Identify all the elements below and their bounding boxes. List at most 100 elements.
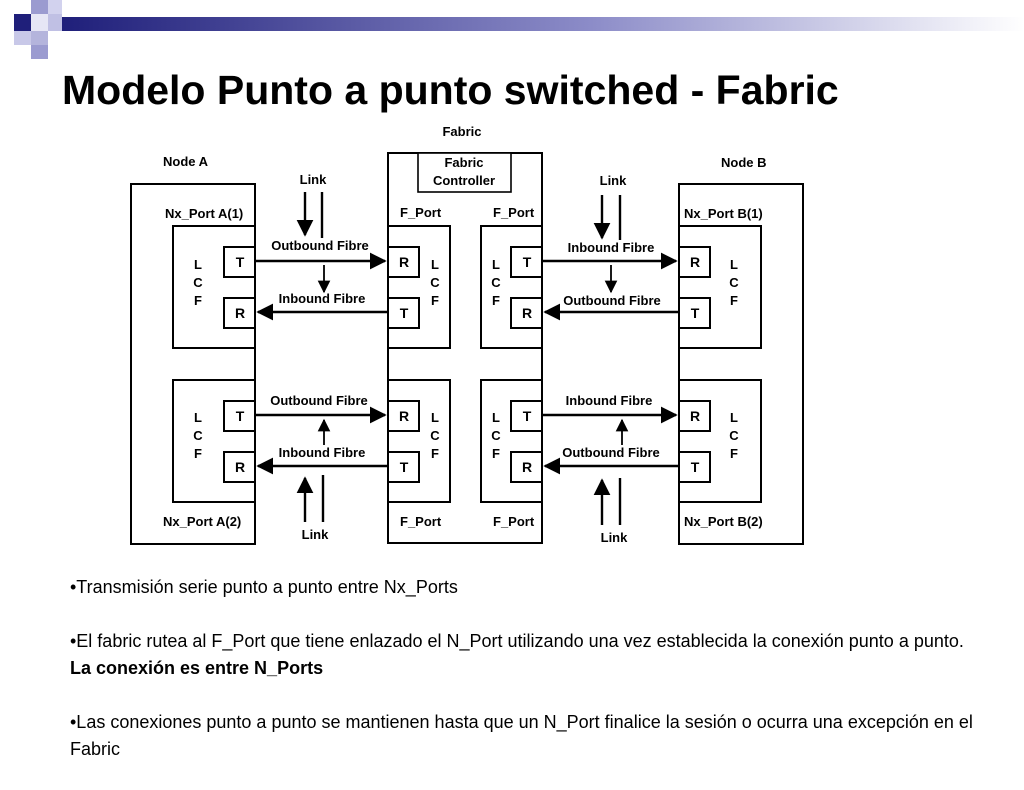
fibre-b2-outbound-label: Outbound Fibre: [562, 445, 659, 460]
lcf-fabric-l2-c: C: [430, 428, 440, 443]
fibre-a2-inbound-label: Inbound Fibre: [279, 445, 366, 460]
fabric-r2-t: T: [523, 408, 532, 424]
deco-square-light-3: [48, 14, 62, 31]
bullet-2-bold: La conexión es entre N_Ports: [70, 658, 324, 678]
node-a2-r-box: [223, 451, 256, 483]
nx-port-a1-label: Nx_Port A(1): [165, 206, 243, 221]
lcf-node-a2-l: L: [194, 410, 202, 425]
node-a-port2-box: [172, 379, 256, 503]
lcf-node-b1-c: C: [729, 275, 739, 290]
lcf-fabric-l2-l: L: [431, 410, 439, 425]
fabric-controller-line2: Controller: [433, 173, 495, 188]
node-a1-t: T: [236, 254, 245, 270]
lcf-node-b2-l: L: [730, 410, 738, 425]
lcf-fabric-r1-l: L: [492, 257, 500, 272]
bullet-3: •Las conexiones punto a punto se mantien…: [70, 709, 980, 763]
nx-port-a2-label: Nx_Port A(2): [163, 514, 241, 529]
node-a2-r: R: [235, 459, 245, 475]
link-label-a-bottom: Link: [302, 527, 329, 542]
fabric-diagram: Fabric Fabric Controller Node A Nx_Port …: [130, 124, 804, 545]
lcf-node-b2-c: C: [729, 428, 739, 443]
node-a-box: [130, 183, 256, 545]
lcf-fabric-r2-f: F: [492, 446, 500, 461]
fibre-b1-outbound-label: Outbound Fibre: [563, 293, 660, 308]
node-b-label: Node B: [721, 155, 767, 170]
lcf-fabric-r2-c: C: [491, 428, 501, 443]
node-b-box: [678, 183, 804, 545]
lcf-fabric-l1-l: L: [431, 257, 439, 272]
bullet-3-text: •Las conexiones punto a punto se mantien…: [70, 712, 973, 759]
node-b2-r-box: [678, 400, 711, 432]
fibre-a2-outbound-label: Outbound Fibre: [270, 393, 367, 408]
fabric-r2-r: R: [522, 459, 532, 475]
deco-gradient-bar: [62, 17, 1024, 31]
deco-square-lavender-2: [31, 31, 48, 45]
lcf-node-b2-f: F: [730, 446, 738, 461]
lcf-node-a1-l: L: [194, 257, 202, 272]
fabric-l2-r-box: [387, 400, 420, 432]
fibre-a1-outbound-label: Outbound Fibre: [271, 238, 368, 253]
fabric-controller-box: [417, 152, 512, 193]
header-decoration: [14, 0, 1024, 59]
node-b-port1-box: [678, 225, 762, 349]
lcf-node-b1-l: L: [730, 257, 738, 272]
fabric-r2-r-box: [510, 451, 543, 483]
page-title: Modelo Punto a punto switched - Fabric: [62, 67, 839, 113]
link-label-b-bottom: Link: [601, 530, 628, 545]
fabric-left-port2-box: [387, 379, 451, 503]
node-b1-r: R: [690, 254, 700, 270]
node-b-port2-box: [678, 379, 762, 503]
fabric-l1-r: R: [399, 254, 409, 270]
f-port-label-bottom-left: F_Port: [400, 514, 442, 529]
bullet-2-text: •El fabric rutea al F_Port que tiene enl…: [70, 631, 964, 651]
lcf-node-a2-c: C: [193, 428, 203, 443]
nx-port-b1-label: Nx_Port B(1): [684, 206, 763, 221]
link-label-a-top: Link: [300, 172, 327, 187]
lcf-fabric-r2-l: L: [492, 410, 500, 425]
lcf-node-a1-c: C: [193, 275, 203, 290]
fabric-r1-r-box: [510, 297, 543, 329]
fabric-l2-r: R: [399, 408, 409, 424]
fibre-b2-inbound-label: Inbound Fibre: [566, 393, 653, 408]
node-a1-r-box: [223, 297, 256, 329]
node-b2-r: R: [690, 408, 700, 424]
deco-square-white-inner: [31, 14, 48, 31]
lcf-fabric-l1-f: F: [431, 293, 439, 308]
bullet-1: •Transmisión serie punto a punto entre N…: [70, 574, 980, 601]
fabric-l2-t: T: [400, 459, 409, 475]
node-b2-t: T: [691, 459, 700, 475]
fabric-controller-line1: Fabric: [444, 155, 483, 170]
lcf-fabric-l2-f: F: [431, 446, 439, 461]
fabric-l1-t: T: [400, 305, 409, 321]
fabric-left-port1-box: [387, 225, 451, 349]
fabric-right-port1-box: [480, 225, 543, 349]
node-a2-t: T: [236, 408, 245, 424]
lcf-node-a1-f: F: [194, 293, 202, 308]
nx-port-b2-label: Nx_Port B(2): [684, 514, 763, 529]
f-port-label-top-right: F_Port: [493, 205, 535, 220]
deco-square-navy-2: [31, 45, 48, 59]
lcf-node-b1-f: F: [730, 293, 738, 308]
f-port-label-bottom-right: F_Port: [493, 514, 535, 529]
link-label-b-top: Link: [600, 173, 627, 188]
lcf-node-a2-f: F: [194, 446, 202, 461]
f-port-label-top-left: F_Port: [400, 205, 442, 220]
fabric-l1-r-box: [387, 246, 420, 278]
bullet-1-text: •Transmisión serie punto a punto entre N…: [70, 577, 458, 597]
fibre-b1-inbound-label: Inbound Fibre: [568, 240, 655, 255]
node-b1-t: T: [691, 305, 700, 321]
lcf-fabric-l1-c: C: [430, 275, 440, 290]
deco-square-navy: [14, 14, 31, 31]
node-a1-r: R: [235, 305, 245, 321]
deco-square-light: [48, 0, 62, 14]
fabric-r1-r: R: [522, 305, 532, 321]
bullet-2: •El fabric rutea al F_Port que tiene enl…: [70, 628, 980, 682]
bullet-list: •Transmisión serie punto a punto entre N…: [70, 574, 980, 790]
lcf-fabric-r1-c: C: [491, 275, 501, 290]
fabric-label: Fabric: [442, 124, 481, 139]
node-a-port1-box: [172, 225, 256, 349]
node-b1-r-box: [678, 246, 711, 278]
deco-square-light-2: [14, 31, 31, 45]
node-a-label: Node A: [163, 154, 209, 169]
lcf-fabric-r1-f: F: [492, 293, 500, 308]
